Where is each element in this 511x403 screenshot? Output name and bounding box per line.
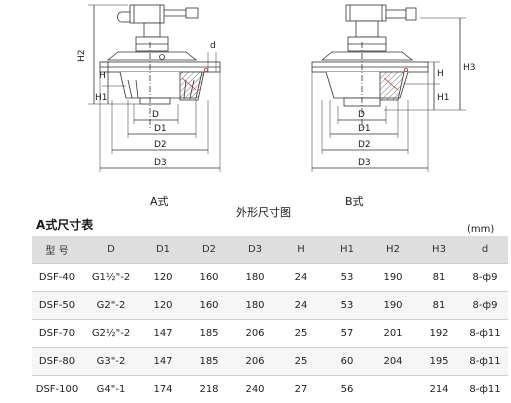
- header-d3: D3: [232, 236, 278, 264]
- label-b-d2: D2: [358, 140, 371, 150]
- figure-caption: 外形尺寸图: [236, 206, 291, 219]
- cell-d3: 206: [232, 319, 278, 348]
- cell-small-d: 8-ф9: [462, 263, 508, 292]
- header-d1: D1: [140, 236, 186, 264]
- cell-d: G1½"-2: [82, 263, 140, 292]
- cell-model: DSF-50: [32, 291, 82, 320]
- label-b-h3: H3: [463, 63, 476, 73]
- cell-h3: 81: [416, 263, 462, 292]
- caption-view-b: B式: [345, 195, 364, 208]
- cell-h1: 53: [324, 263, 370, 292]
- cell-small-d: 8-ф11: [462, 375, 508, 403]
- table-title: A式尺寸表: [36, 218, 94, 232]
- dimension-drawing: H2 H H1 D D1 D2 D3 d: [77, 4, 476, 172]
- cell-h: 25: [278, 319, 324, 348]
- cell-d: G2½"-2: [82, 319, 140, 348]
- table-row: DSF-80 G3"-2 147 185 206 25 60 204 195 8…: [32, 347, 508, 376]
- label-b-d: D: [358, 110, 365, 120]
- cell-d2: 185: [186, 319, 232, 348]
- table-row: DSF-40 G1½"-2 120 160 180 24 53 190 81 8…: [32, 263, 508, 292]
- cell-d3: 180: [232, 263, 278, 292]
- table-row: DSF-100 G4"-1 174 218 240 27 56 214 8-ф1…: [32, 375, 508, 403]
- cell-model: DSF-70: [32, 319, 82, 348]
- label-b-h: H: [437, 69, 444, 79]
- cell-h2: [370, 375, 416, 403]
- cell-h1: 53: [324, 291, 370, 320]
- label-a-d2: D2: [154, 140, 167, 150]
- cell-h: 24: [278, 263, 324, 292]
- cell-h3: 192: [416, 319, 462, 348]
- view-b-drawing: [311, 4, 466, 172]
- cell-d1: 120: [140, 291, 186, 320]
- header-h: H: [278, 236, 324, 264]
- cell-h3: 214: [416, 375, 462, 403]
- cell-d1: 120: [140, 263, 186, 292]
- header-h3: H3: [416, 236, 462, 264]
- cell-d1: 147: [140, 319, 186, 348]
- header-d: D: [82, 236, 140, 264]
- label-a-h1: H1: [95, 93, 108, 103]
- cell-h: 25: [278, 347, 324, 376]
- cell-d1: 174: [140, 375, 186, 403]
- cell-h1: 60: [324, 347, 370, 376]
- cell-h1: 57: [324, 319, 370, 348]
- cell-h2: 190: [370, 291, 416, 320]
- cell-small-d: 8-ф11: [462, 347, 508, 376]
- cell-h: 24: [278, 291, 324, 320]
- caption-view-a: A式: [150, 195, 169, 208]
- label-a-h2: H2: [77, 50, 87, 63]
- label-a-small-d: d: [210, 41, 216, 51]
- cell-d3: 206: [232, 347, 278, 376]
- cell-d: G4"-1: [82, 375, 140, 403]
- cell-h2: 190: [370, 263, 416, 292]
- label-b-h1: H1: [437, 93, 450, 103]
- cell-small-d: 8-ф11: [462, 319, 508, 348]
- cell-d1: 147: [140, 347, 186, 376]
- view-a-drawing: [88, 4, 221, 172]
- cell-small-d: 8-ф9: [462, 291, 508, 320]
- cell-d2: 160: [186, 263, 232, 292]
- header-model: 型 号: [32, 236, 82, 264]
- label-a-d1: D1: [154, 124, 167, 134]
- dimension-table: 型 号 D D1 D2 D3 H H1 H2 H3 d DSF-40 G1½"-…: [32, 236, 508, 403]
- table-header-row: 型 号 D D1 D2 D3 H H1 H2 H3 d: [32, 236, 508, 264]
- cell-h2: 204: [370, 347, 416, 376]
- header-small-d: d: [462, 236, 508, 264]
- cell-h2: 201: [370, 319, 416, 348]
- cell-model: DSF-40: [32, 263, 82, 292]
- table-row: DSF-50 G2"-2 120 160 180 24 53 190 81 8-…: [32, 291, 508, 320]
- cell-model: DSF-100: [32, 375, 82, 403]
- cell-d: G2"-2: [82, 291, 140, 320]
- cell-d: G3"-2: [82, 347, 140, 376]
- cell-d3: 240: [232, 375, 278, 403]
- cell-d2: 218: [186, 375, 232, 403]
- label-b-d1: D1: [358, 124, 371, 134]
- cell-h1: 56: [324, 375, 370, 403]
- cell-h3: 81: [416, 291, 462, 320]
- header-d2: D2: [186, 236, 232, 264]
- cell-h: 27: [278, 375, 324, 403]
- label-a-h: H: [99, 71, 106, 81]
- table-row: DSF-70 G2½"-2 147 185 206 25 57 201 192 …: [32, 319, 508, 348]
- label-a-d3: D3: [154, 158, 167, 168]
- label-b-d3: D3: [358, 158, 371, 168]
- header-h1: H1: [324, 236, 370, 264]
- cell-d2: 185: [186, 347, 232, 376]
- cell-model: DSF-80: [32, 347, 82, 376]
- header-h2: H2: [370, 236, 416, 264]
- unit-label: (mm): [467, 224, 495, 235]
- label-a-d: D: [152, 110, 159, 120]
- cell-d2: 160: [186, 291, 232, 320]
- cell-d3: 180: [232, 291, 278, 320]
- cell-h3: 195: [416, 347, 462, 376]
